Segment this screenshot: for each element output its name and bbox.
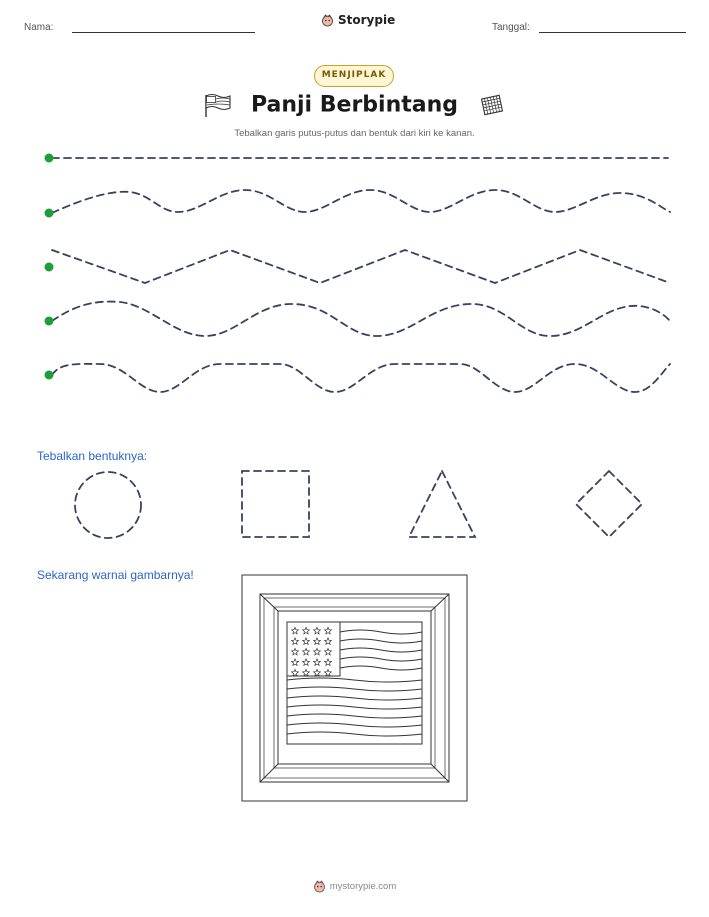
flag-star	[301, 668, 311, 677]
flag-star	[290, 647, 300, 656]
flag-star	[312, 668, 322, 677]
brand-logo: Storypie	[321, 13, 395, 27]
frame-outer	[259, 593, 450, 783]
brand-name: Storypie	[338, 13, 396, 27]
flag-star	[312, 626, 322, 635]
flag-star	[312, 647, 322, 656]
page-title: Panji Berbintang	[250, 92, 459, 118]
flag-star	[312, 636, 322, 646]
flag-icon	[205, 93, 231, 117]
frame-inner	[277, 610, 432, 765]
start-dot-4	[44, 316, 54, 326]
start-dot-3	[44, 262, 54, 272]
picture-border	[241, 574, 468, 802]
instruction-text: Tebalkan garis putus-putus dan bentuk da…	[234, 128, 475, 139]
page-title-row: Panji Berbintang	[0, 92, 709, 118]
flag-star	[290, 636, 300, 646]
activity-badge: MENJIPLAK	[314, 65, 394, 87]
footer-url[interactable]: mystorypie.com	[329, 881, 397, 892]
trace-line-zigzag[interactable]	[51, 249, 671, 284]
flag-star	[323, 657, 333, 667]
flag-star	[290, 626, 300, 635]
flag-star	[290, 657, 300, 667]
flag-star	[301, 636, 311, 646]
flag-star	[323, 626, 333, 635]
flag-star	[301, 626, 311, 635]
start-dot-5	[44, 370, 54, 380]
flag-stars	[290, 626, 333, 677]
flag-star	[323, 668, 333, 677]
flag-stripes	[286, 629, 423, 737]
flag-canton	[286, 621, 341, 677]
flag-star	[301, 657, 311, 667]
flag-star	[312, 657, 322, 667]
flag-star	[323, 636, 333, 646]
storypie-logo-icon	[322, 13, 333, 26]
flag-star	[323, 647, 333, 656]
date-label: Tanggal:	[492, 22, 530, 33]
name-field-line[interactable]	[72, 32, 255, 33]
name-label: Nama:	[24, 22, 54, 33]
trace-line-wave-2[interactable]	[51, 300, 671, 337]
date-field-line[interactable]	[539, 32, 686, 33]
footer: mystorypie.com	[0, 880, 709, 893]
worksheet-header: Nama: Storypie Tanggal:	[0, 0, 709, 50]
shapes-section-label: Tebalkan bentuknya:	[37, 449, 148, 463]
flag-star	[301, 647, 311, 656]
frame-bevels	[259, 593, 450, 783]
flag-star	[290, 668, 300, 677]
start-dot-2	[44, 208, 54, 218]
checkered-flag-icon	[480, 94, 503, 116]
trace-line-wave-1[interactable]	[51, 189, 671, 214]
storypie-footer-logo-icon	[313, 880, 325, 893]
start-dot-1	[44, 153, 54, 163]
flag-outline	[286, 621, 423, 745]
coloring-section-label: Sekarang warnai gambarnya!	[37, 568, 194, 582]
